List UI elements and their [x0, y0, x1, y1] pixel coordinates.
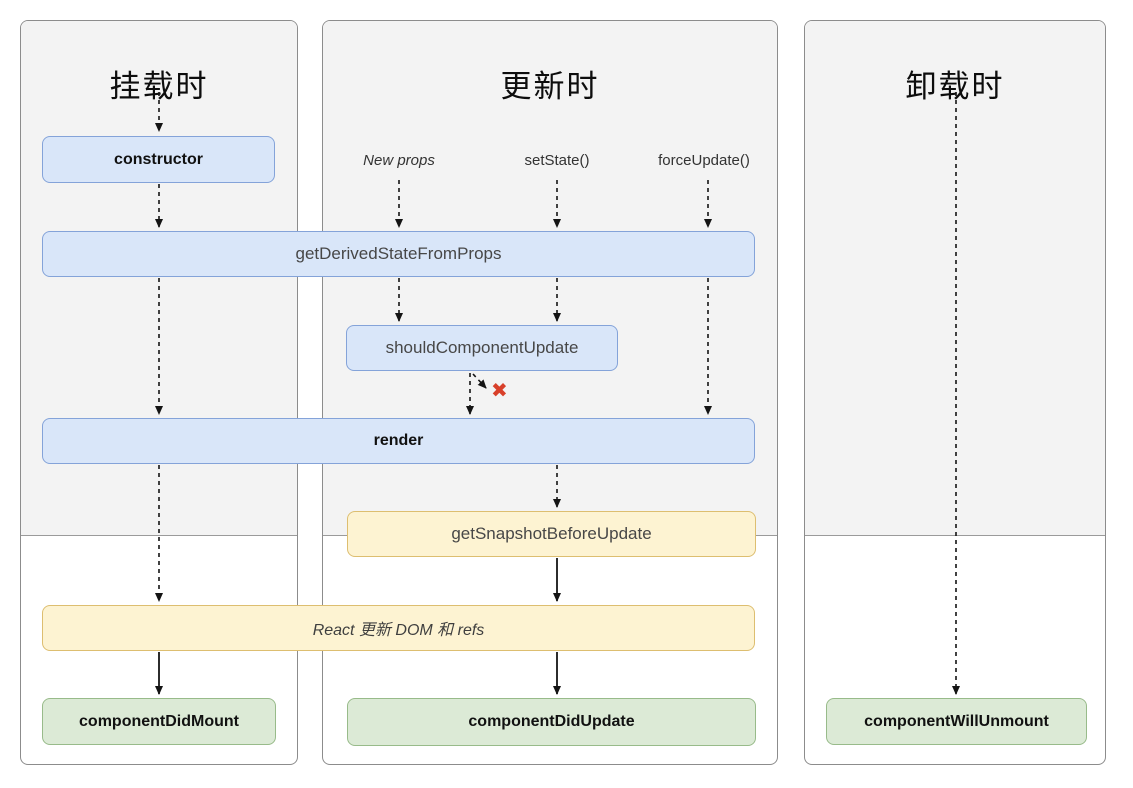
react-updates-dom-box: React 更新 DOM 和 refs — [42, 605, 755, 651]
react-updates-dom-label: React 更新 DOM 和 refs — [312, 622, 485, 639]
componentdidmount-box: componentDidMount — [42, 698, 276, 745]
componentwillunmount-box: componentWillUnmount — [826, 698, 1087, 745]
render-label: render — [373, 432, 424, 449]
mounting-column-panel: 挂载时 — [20, 20, 298, 765]
componentdidupdate-label: componentDidUpdate — [468, 713, 635, 730]
unmounting-column-title: 卸载时 — [905, 69, 1005, 104]
forceupdate-label: forceUpdate() — [658, 152, 750, 169]
render-box: render — [42, 418, 755, 464]
constructor-box: constructor — [42, 136, 275, 183]
skip-update-x-icon: ✖ — [491, 380, 508, 402]
unmounting-column-panel: 卸载时 — [804, 20, 1106, 765]
constructor-label: constructor — [114, 150, 203, 168]
componentdidupdate-box: componentDidUpdate — [347, 698, 756, 746]
shouldcomponentupdate-label: shouldComponentUpdate — [385, 338, 579, 357]
componentwillunmount-label: componentWillUnmount — [864, 712, 1049, 730]
new-props-label: New props — [363, 152, 435, 169]
shouldcomponentupdate-box: shouldComponentUpdate — [346, 325, 618, 371]
getderivedstatefromprops-box: getDerivedStateFromProps — [42, 231, 755, 277]
unmounting-render-phase-area — [805, 21, 1105, 536]
getderivedstatefromprops-label: getDerivedStateFromProps — [295, 244, 502, 263]
updating-column-title: 更新时 — [500, 69, 600, 104]
mounting-column-title: 挂载时 — [109, 69, 209, 104]
componentdidmount-label: componentDidMount — [79, 712, 239, 730]
getsnapshotbeforeupdate-label: getSnapshotBeforeUpdate — [451, 524, 652, 543]
updating-column-panel: 更新时 — [322, 20, 778, 765]
setstate-label: setState() — [524, 152, 590, 169]
getsnapshotbeforeupdate-box: getSnapshotBeforeUpdate — [347, 511, 756, 557]
